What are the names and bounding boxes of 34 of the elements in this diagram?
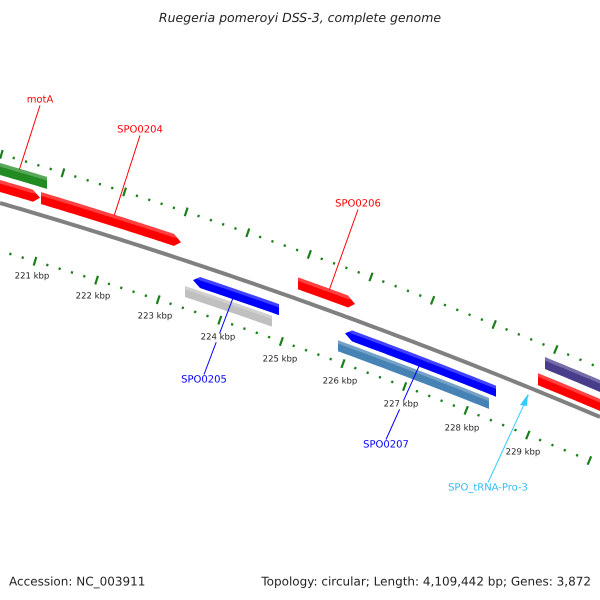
leader-line (328, 209, 358, 290)
scale-label: 227 kbp (384, 400, 418, 410)
gene-label: SPO0205 (181, 374, 227, 386)
gene-marker (520, 394, 528, 406)
gene-label: motA (26, 94, 54, 106)
gene-bar (193, 276, 279, 316)
gene-bar (0, 162, 47, 189)
leader-line (386, 365, 420, 440)
gene-label: SPO0207 (363, 440, 409, 450)
gene-bar (538, 373, 600, 414)
gene-label: SPO0204 (117, 124, 163, 136)
gene-bar (545, 357, 600, 394)
gene-bar (41, 192, 181, 246)
leader-line (204, 298, 234, 375)
scale-label: 229 kbp (506, 448, 540, 458)
scale-label: 223 kbp (138, 312, 172, 322)
scale-label: 222 kbp (76, 292, 110, 302)
leader-line (488, 394, 529, 483)
gene-bar (185, 286, 272, 327)
gene-bar (338, 340, 489, 409)
gene-label: SPO_tRNA-Pro-3 (448, 482, 528, 494)
leader-line (114, 135, 140, 216)
gene-bar (0, 178, 40, 202)
gene-bar (298, 277, 355, 308)
scale-label: 224 kbp (200, 333, 236, 343)
scale-label: 226 kbp (322, 377, 358, 387)
gene-label: SPO0206 (335, 198, 381, 210)
accession-text: Accession: NC_003911 (9, 575, 146, 589)
leader-line (18, 105, 40, 170)
title: Ruegeria pomeroyi DSS-3, complete genome (158, 11, 442, 25)
scale-label: 228 kbp (444, 424, 480, 434)
scale-label: 225 kbp (262, 355, 298, 365)
scale-label: 221 kbp (14, 272, 50, 282)
genome-info-text: Topology: circular; Length: 4,109,442 bp; Genes: 3,872 (261, 575, 591, 589)
